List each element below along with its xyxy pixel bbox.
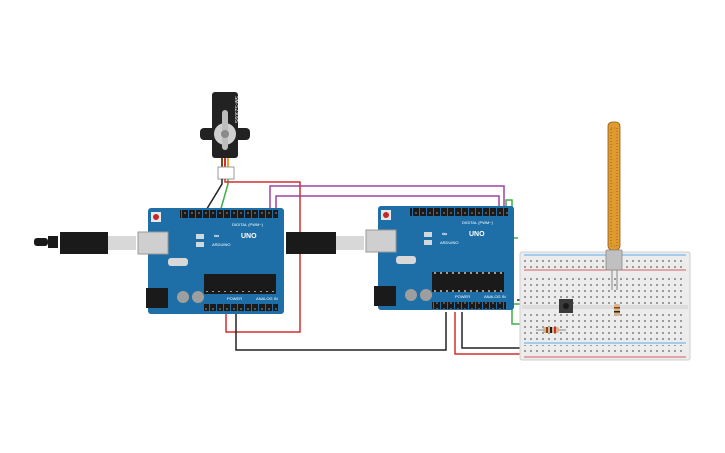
capacitor [192, 291, 204, 303]
wire-5v-to-breadboard[interactable] [454, 312, 540, 355]
arduino-logo-symbol: ∞ [214, 233, 219, 240]
power-jack[interactable] [146, 288, 168, 308]
led-indicator [424, 232, 432, 237]
servo-model-label: SM-S2309S [233, 96, 239, 124]
reset-button[interactable] [153, 214, 159, 220]
reset-button[interactable] [383, 212, 389, 218]
servo-motor[interactable]: SM-S2309S [200, 92, 250, 180]
chip-pins-bottom [434, 289, 502, 292]
servo-connector[interactable] [217, 166, 235, 180]
power-label: POWER [227, 296, 242, 301]
flex-sensor-strip [607, 121, 621, 251]
digital-header-label: DIGITAL (PWM~) [232, 222, 264, 227]
digital-pin-header[interactable] [180, 210, 278, 218]
resistor-body [614, 304, 620, 316]
usb-plug-metal [336, 236, 364, 250]
flex-sensor-traces [610, 127, 618, 247]
wire-servo-power[interactable] [224, 179, 301, 333]
usb-cable-right[interactable] [286, 232, 364, 254]
led-indicator [196, 242, 204, 247]
chip-pins-top [434, 272, 502, 275]
power-jack[interactable] [374, 286, 396, 306]
resistor-band [614, 311, 620, 313]
usb-cable-strain [48, 236, 58, 248]
wire-serial-tx[interactable] [269, 185, 505, 212]
digital-pin-header[interactable] [410, 208, 508, 216]
wire-servo-signal[interactable] [219, 179, 229, 213]
microcontroller-chip [204, 274, 276, 294]
capacitor [420, 289, 432, 301]
arduino-board-right[interactable]: DIGITAL (PWM~) ∞ UNO ARDUINO POWER ANALO… [365, 206, 514, 310]
resistor-band [550, 327, 552, 333]
usb-plug-housing [286, 232, 336, 254]
power-label: POWER [455, 294, 470, 299]
terminal-strip-top[interactable] [524, 274, 686, 304]
capacitor [405, 289, 417, 301]
flex-sensor-connector [605, 249, 623, 271]
analog-label: ANALOG IN [484, 294, 506, 299]
usb-cable-end [34, 238, 48, 246]
flex-sensor[interactable] [605, 121, 623, 290]
resistor-band [614, 307, 620, 309]
arduino-logo-text: ARDUINO [212, 242, 230, 247]
resistor[interactable] [614, 304, 620, 316]
led-indicator [424, 240, 432, 245]
board-model-label: UNO [469, 231, 485, 238]
capacitor [177, 291, 189, 303]
usb-plug-metal [108, 236, 136, 250]
pushbutton-cap[interactable] [563, 303, 569, 309]
wire-serial-rx[interactable] [275, 195, 500, 212]
chip-pins-bottom [206, 291, 274, 294]
power-rail-bottom[interactable] [524, 345, 686, 356]
resistor-band [554, 327, 556, 333]
board-model-label: UNO [241, 233, 257, 240]
servo-shaft [221, 130, 229, 138]
power-analog-pin-header[interactable] [204, 304, 278, 311]
resistor[interactable] [536, 327, 566, 333]
resistor-band [546, 327, 548, 333]
usb-port[interactable] [365, 229, 397, 253]
crystal-oscillator [168, 258, 188, 266]
center-channel [522, 305, 688, 309]
analog-label: ANALOG IN [256, 296, 278, 301]
usb-cable-left[interactable] [34, 232, 136, 254]
crystal-oscillator [396, 256, 416, 264]
chip-pins-top [206, 274, 274, 277]
led-indicator [196, 234, 204, 239]
wire-servo-ground[interactable] [204, 179, 223, 213]
arduino-logo-text: ARDUINO [440, 240, 458, 245]
breadboard[interactable] [519, 251, 691, 361]
arduino-logo-symbol: ∞ [442, 231, 447, 238]
arduino-board-left[interactable]: DIGITAL (PWM~) ∞ UNO ARDUINO POWER ANALO… [137, 208, 284, 314]
digital-header-label: DIGITAL (PWM~) [462, 220, 494, 225]
power-analog-pin-header[interactable] [432, 302, 506, 309]
microcontroller-chip [432, 272, 504, 292]
wire-common-ground[interactable] [235, 312, 447, 351]
terminal-strip-bottom[interactable] [524, 311, 686, 341]
pushbutton[interactable] [559, 299, 573, 313]
power-rail-top[interactable] [524, 257, 686, 268]
usb-port[interactable] [137, 231, 169, 255]
usb-plug-housing [60, 232, 108, 254]
